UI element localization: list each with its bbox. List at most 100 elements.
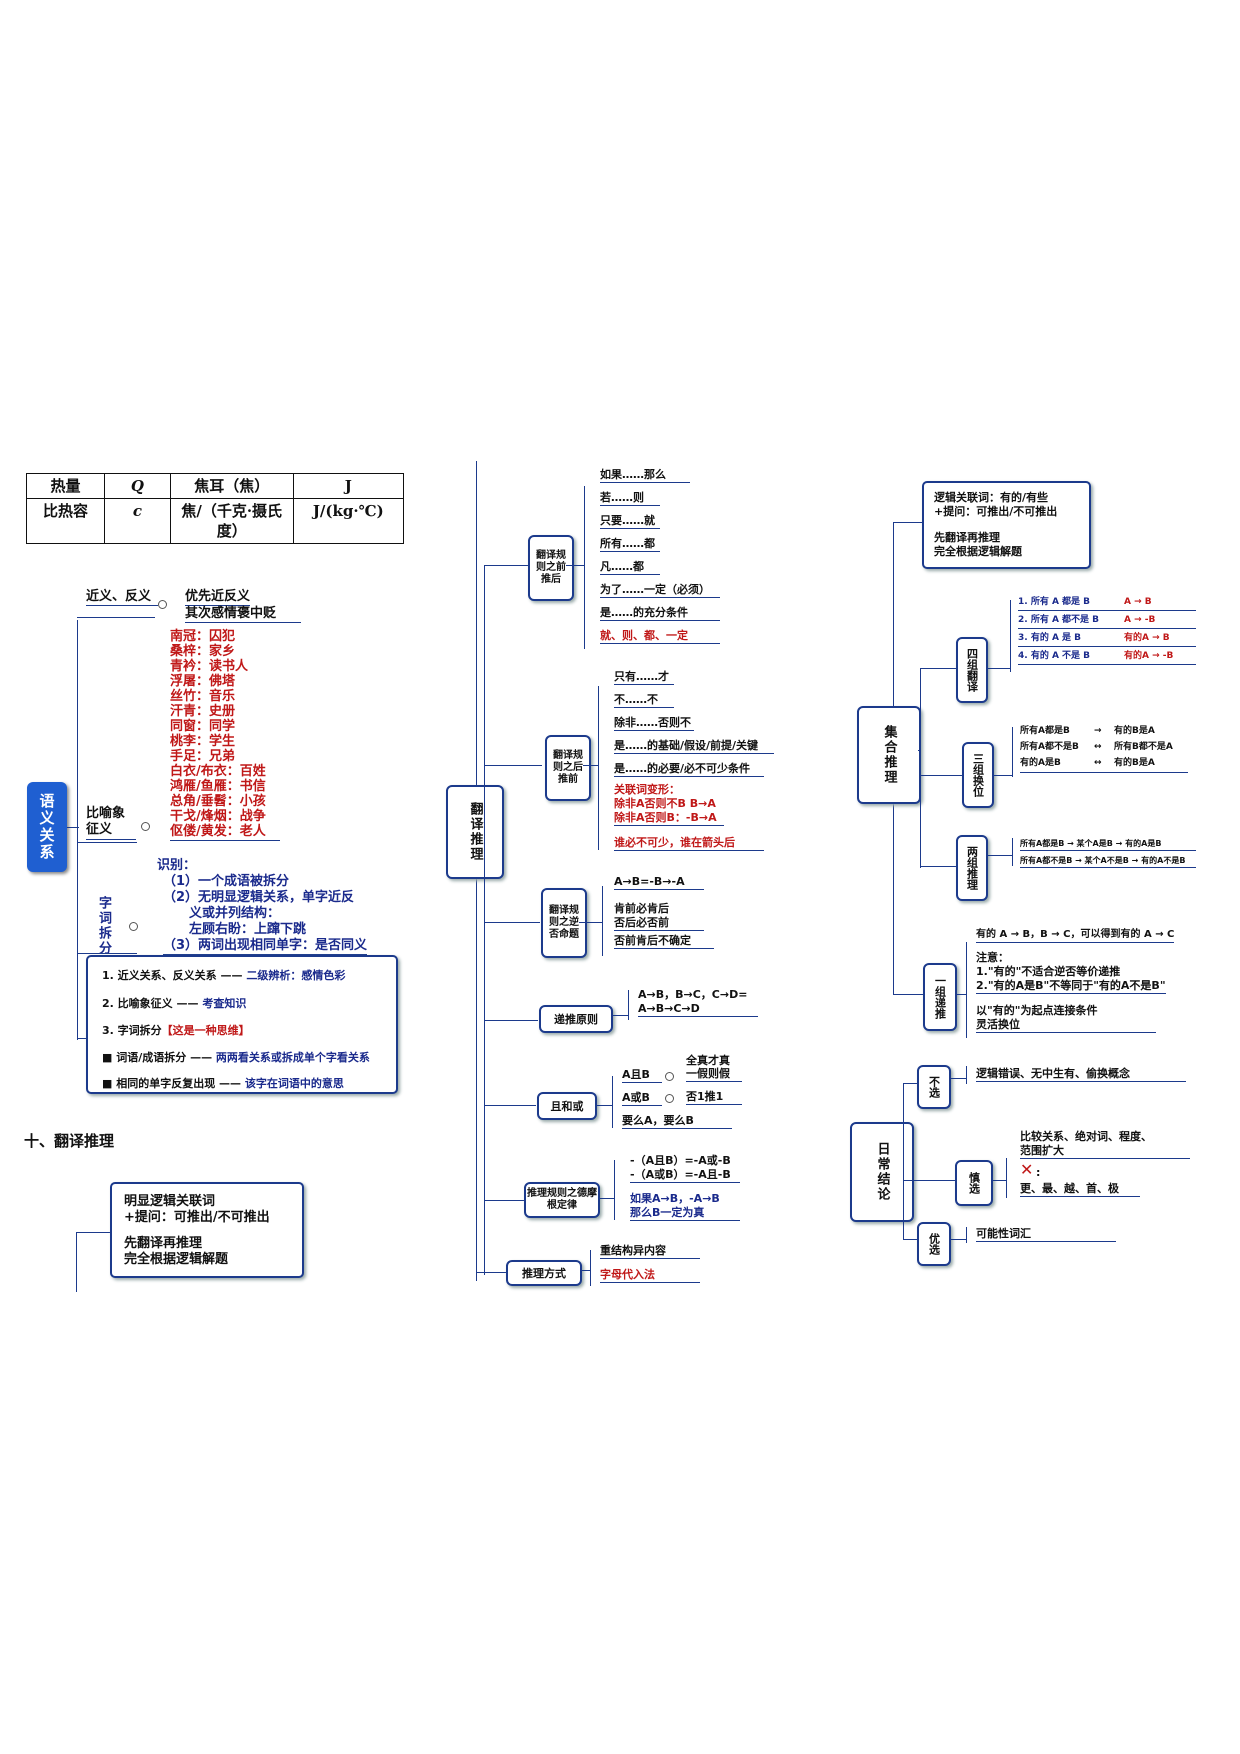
- four-right: A → -B: [1124, 615, 1156, 625]
- connector: [986, 668, 1010, 669]
- metaphor-item: 手足：兄弟: [170, 749, 236, 764]
- before-item: 只要……就: [600, 514, 660, 529]
- after-item: 除非A否则不B B→A: [614, 797, 716, 810]
- four-left: 1. 所有 A 都是 B: [1018, 597, 1091, 607]
- before-item: 所有……都: [600, 537, 660, 552]
- method-item: 重结构异内容: [600, 1244, 700, 1259]
- connector: [1010, 600, 1011, 672]
- near-rule-2: 其次感情褒中贬: [185, 606, 301, 623]
- box-line: 完全根据逻辑解题: [124, 1252, 229, 1267]
- connector: [67, 827, 79, 828]
- metaphor-item: 浮屠：佛塔: [170, 674, 236, 689]
- split-label: 字词拆分: [96, 896, 111, 956]
- prefer-node: 优选: [917, 1222, 951, 1266]
- metaphor-item: 鸿雁/鱼雁：书信: [170, 779, 266, 794]
- box-line: 先翻译再推理: [124, 1236, 203, 1251]
- no-node: 不选: [917, 1065, 951, 1109]
- summary-line: 2. 比喻象征义 —— 考查知识: [102, 997, 247, 1010]
- connector: [77, 620, 78, 1040]
- careful-node: 慎选: [955, 1160, 993, 1206]
- connector: [903, 1180, 955, 1181]
- no-text: 逻辑错误、无中生有、偷换概念: [976, 1067, 1186, 1082]
- four-left: 3. 有的 A 是 B: [1018, 633, 1082, 643]
- after-node: 翻译规则之后推前: [545, 735, 591, 801]
- before-node: 翻译规则之前推后: [528, 535, 574, 601]
- connector: [966, 1227, 967, 1243]
- table-cell: J/(kg·℃): [292, 498, 405, 544]
- one-note: 2."有的A是B"不等同于"有的A不是B": [976, 979, 1166, 994]
- three-arrow: ↔: [1094, 758, 1102, 768]
- prefer-text: 可能性词汇: [976, 1227, 1116, 1242]
- split-item: （3）两词出现相同单字：是否同义: [163, 938, 368, 955]
- table-row: 比热容 c 焦/（千克·摄氏度） J/(kg·℃): [25, 498, 405, 544]
- connector: [612, 1076, 613, 1128]
- connector: [484, 565, 485, 1275]
- connector: [1012, 727, 1013, 777]
- box-line: 明显逻辑关联词: [124, 1194, 216, 1209]
- three-left: 有的A是B: [1020, 758, 1061, 768]
- connector: [484, 1105, 536, 1106]
- row-underline: [1018, 628, 1196, 629]
- metaphor-item: 伛偻/黄发：老人: [170, 824, 280, 841]
- before-item: 若……则: [600, 491, 660, 506]
- box-line: 逻辑关联词：有的/有些: [934, 491, 1049, 504]
- three-right: 所有B都不是A: [1114, 742, 1173, 752]
- node-dot: [129, 922, 138, 931]
- four-right: A → B: [1124, 597, 1152, 607]
- split-item: 义或并列结构：: [189, 906, 281, 921]
- table-cell: 热量: [25, 473, 106, 499]
- method-item: 字母代入法: [600, 1268, 700, 1283]
- connector: [602, 886, 603, 956]
- contrapositive-node: 翻译规则之逆否命题: [541, 888, 587, 958]
- chain-item: A→B→C→D: [638, 1002, 758, 1017]
- row-underline: [1020, 772, 1188, 773]
- four-node: 四组翻译: [956, 637, 988, 703]
- semantic-root: 语义关系: [27, 782, 67, 872]
- after-item: 不……不: [614, 693, 674, 708]
- section-title: 十、翻译推理: [24, 1132, 115, 1150]
- two-item: 所有A都不是B → 某个A不是B → 有的A不是B: [1020, 856, 1186, 865]
- andor-item: 全真才真: [686, 1054, 730, 1067]
- connector: [966, 942, 967, 1038]
- contra-item: 否前肯后不确定: [614, 934, 714, 949]
- three-right: 有的B是A: [1114, 726, 1155, 736]
- contra-item: 否后必否前: [614, 916, 704, 931]
- set-root: 集合推理: [857, 706, 921, 804]
- demorgan-item: 如果A→B，-A→B: [630, 1192, 720, 1205]
- three-right: 有的B是A: [1114, 758, 1155, 768]
- after-item: 是……的必要/必不可少条件: [614, 762, 764, 777]
- connector: [77, 1038, 87, 1039]
- two-item: 所有A都是B → 某个A是B → 有的A是B: [1020, 839, 1162, 848]
- andor-item: 一假则假: [686, 1067, 742, 1082]
- split-item: （2）无明显逻辑关系，单字近反: [163, 890, 355, 905]
- row-underline: [1020, 867, 1196, 868]
- before-item: 凡……都: [600, 560, 660, 575]
- box-line: +提问：可推出/不可推出: [934, 505, 1058, 518]
- after-item: 除非A否则B：-B→A: [614, 811, 724, 826]
- careful-text: 更、最、越、首、极: [1020, 1182, 1140, 1197]
- box-line: +提问：可推出/不可推出: [124, 1210, 270, 1225]
- contra-item: A→B=-B→-A: [614, 875, 704, 890]
- metaphor-item: 青衿：读书人: [170, 659, 249, 674]
- node-dot: [665, 1094, 674, 1103]
- three-arrow: ↔: [1094, 742, 1102, 752]
- before-item: 就、则、都、一定: [600, 629, 720, 644]
- row-underline: [1018, 664, 1196, 665]
- translate-root: 翻译推理: [446, 785, 504, 879]
- cross-icon: ✕: [1020, 1160, 1034, 1179]
- connector: [920, 668, 921, 868]
- near-antonym-label: 近义、反义: [86, 589, 158, 606]
- connector: [595, 1105, 612, 1106]
- summary-line: ■ 词语/成语拆分 —— 两两看关系或拆成单个字看关系: [102, 1051, 370, 1064]
- contra-item: 肯前必肯后: [614, 902, 669, 915]
- split-item: 识别：: [157, 858, 197, 873]
- four-right: 有的A → -B: [1124, 651, 1174, 661]
- metaphor-item: 干戈/烽烟：战争: [170, 809, 266, 824]
- after-item: 谁必不可少，谁在箭头后: [614, 836, 764, 851]
- one-head: 有的 A → B，B → C，可以得到有的 A → C: [976, 928, 1175, 943]
- three-left: 所有A都是B: [1020, 726, 1070, 736]
- metaphor-item: 白衣/布衣：百姓: [170, 764, 266, 779]
- one-note: 1."有的"不适合逆否等价递推: [976, 965, 1121, 978]
- after-item: 是……的基础/假设/前提/关键: [614, 739, 774, 754]
- connector: [579, 922, 602, 923]
